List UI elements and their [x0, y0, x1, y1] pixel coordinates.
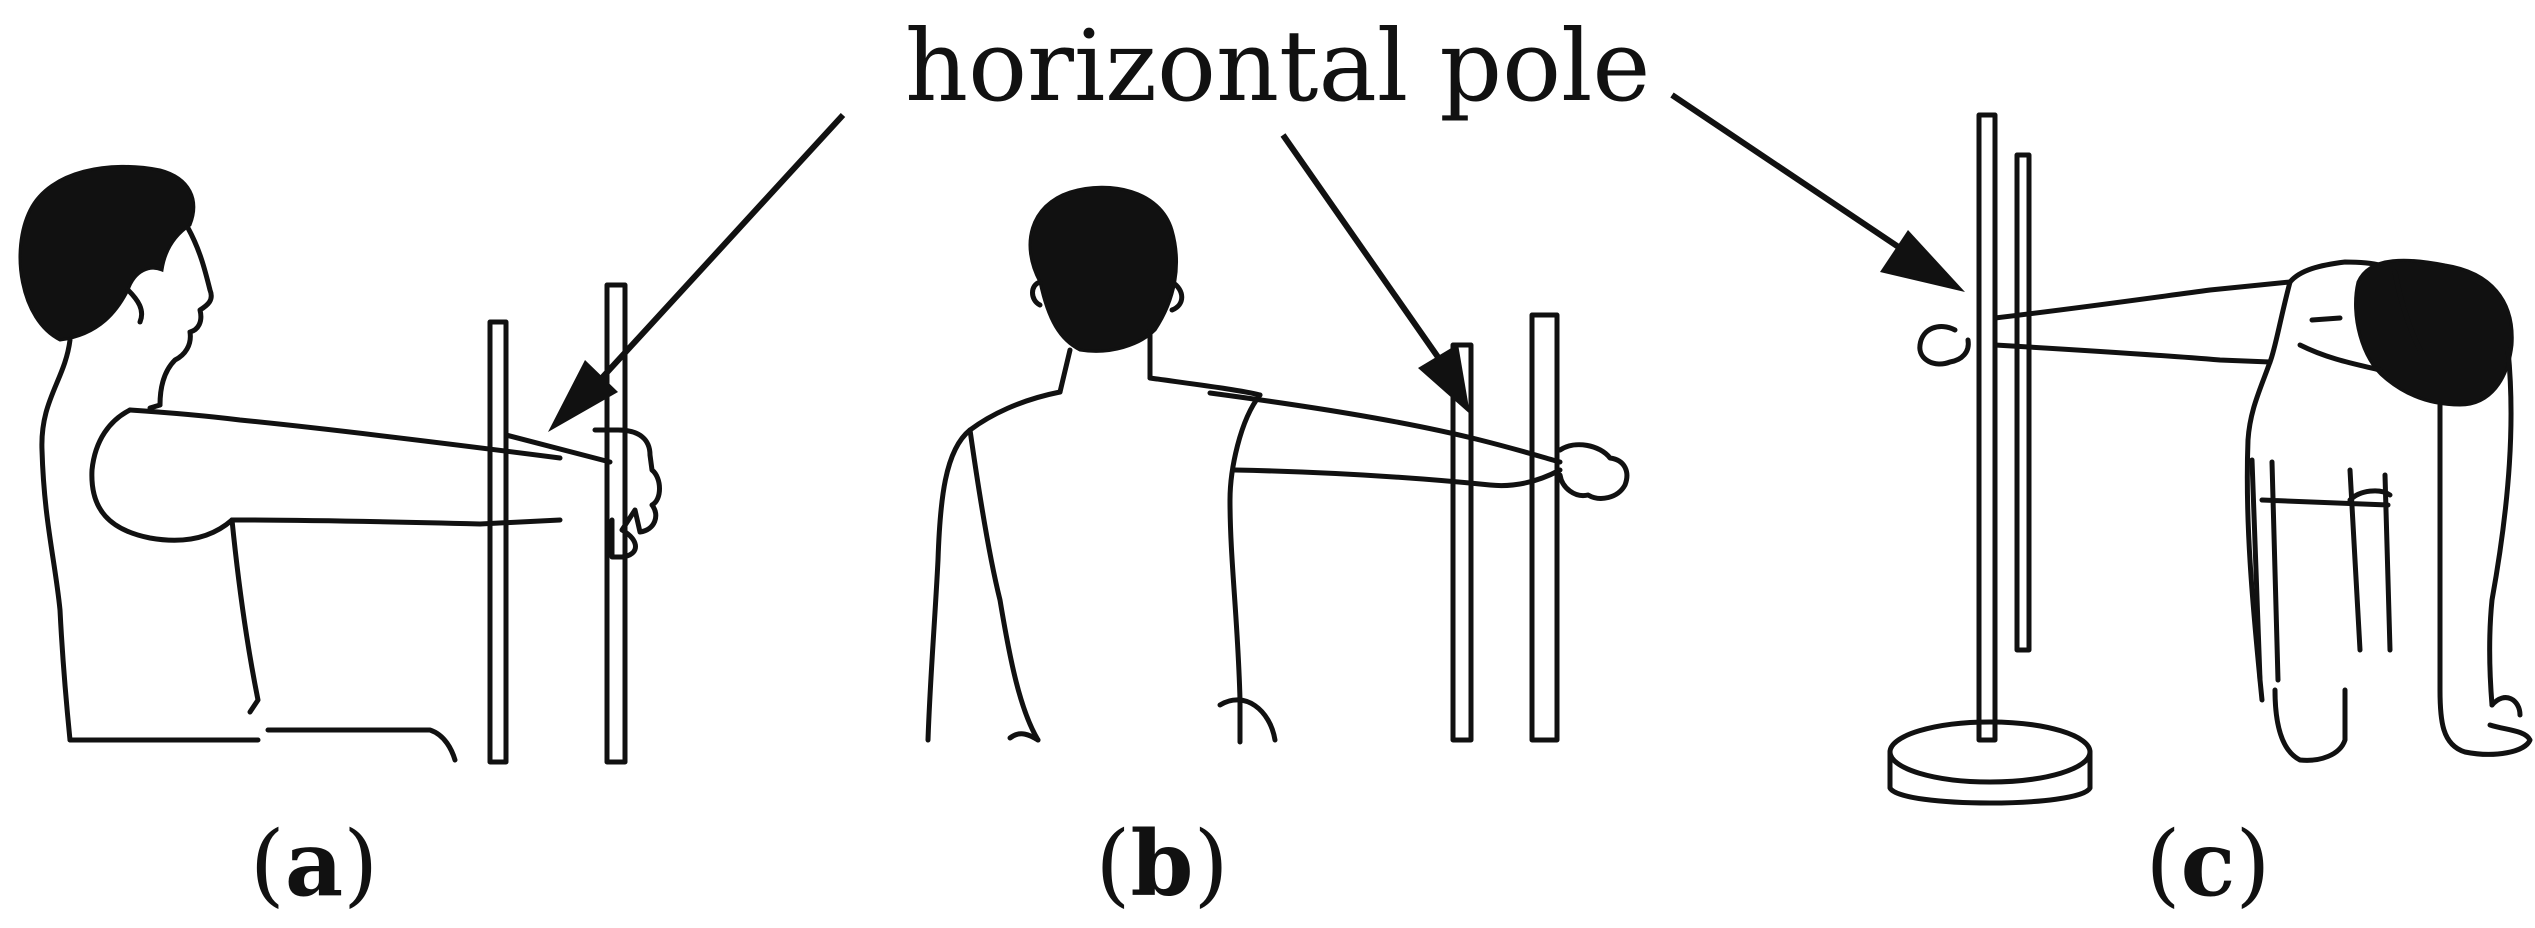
fist-c [1917, 324, 1971, 367]
chair [2249, 457, 2393, 683]
pole-base [1887, 719, 2093, 785]
arrow-to-panel-c [1670, 92, 1965, 292]
hair-b [1028, 185, 1178, 353]
panel-c-illustration [1887, 112, 2533, 806]
hair-a [18, 164, 196, 342]
pole-b-far [1529, 312, 1560, 743]
callout-arrows [548, 92, 1965, 432]
panel-label-b: (b) [1095, 811, 1228, 917]
callout-label: horizontal pole [905, 10, 1650, 124]
pole-a-far [604, 282, 628, 765]
face-a [157, 225, 214, 408]
fist-a [592, 427, 662, 560]
hair-c [2354, 258, 2514, 407]
panel-b-illustration [925, 185, 1630, 745]
fist-b [1557, 442, 1630, 501]
arrow-to-panel-b [1280, 133, 1470, 414]
panel-a-illustration [18, 164, 662, 765]
pole-c-far [2014, 152, 2032, 653]
torso-a [39, 337, 73, 743]
torso-b [925, 389, 1063, 743]
pole-b-near [1450, 342, 1474, 743]
panel-label-a: (a) [250, 811, 379, 917]
arrow-to-panel-a [548, 112, 846, 432]
pole-a-near [487, 319, 509, 765]
pole-c-near [1976, 112, 1998, 743]
panel-label-c: (c) [2145, 811, 2270, 917]
